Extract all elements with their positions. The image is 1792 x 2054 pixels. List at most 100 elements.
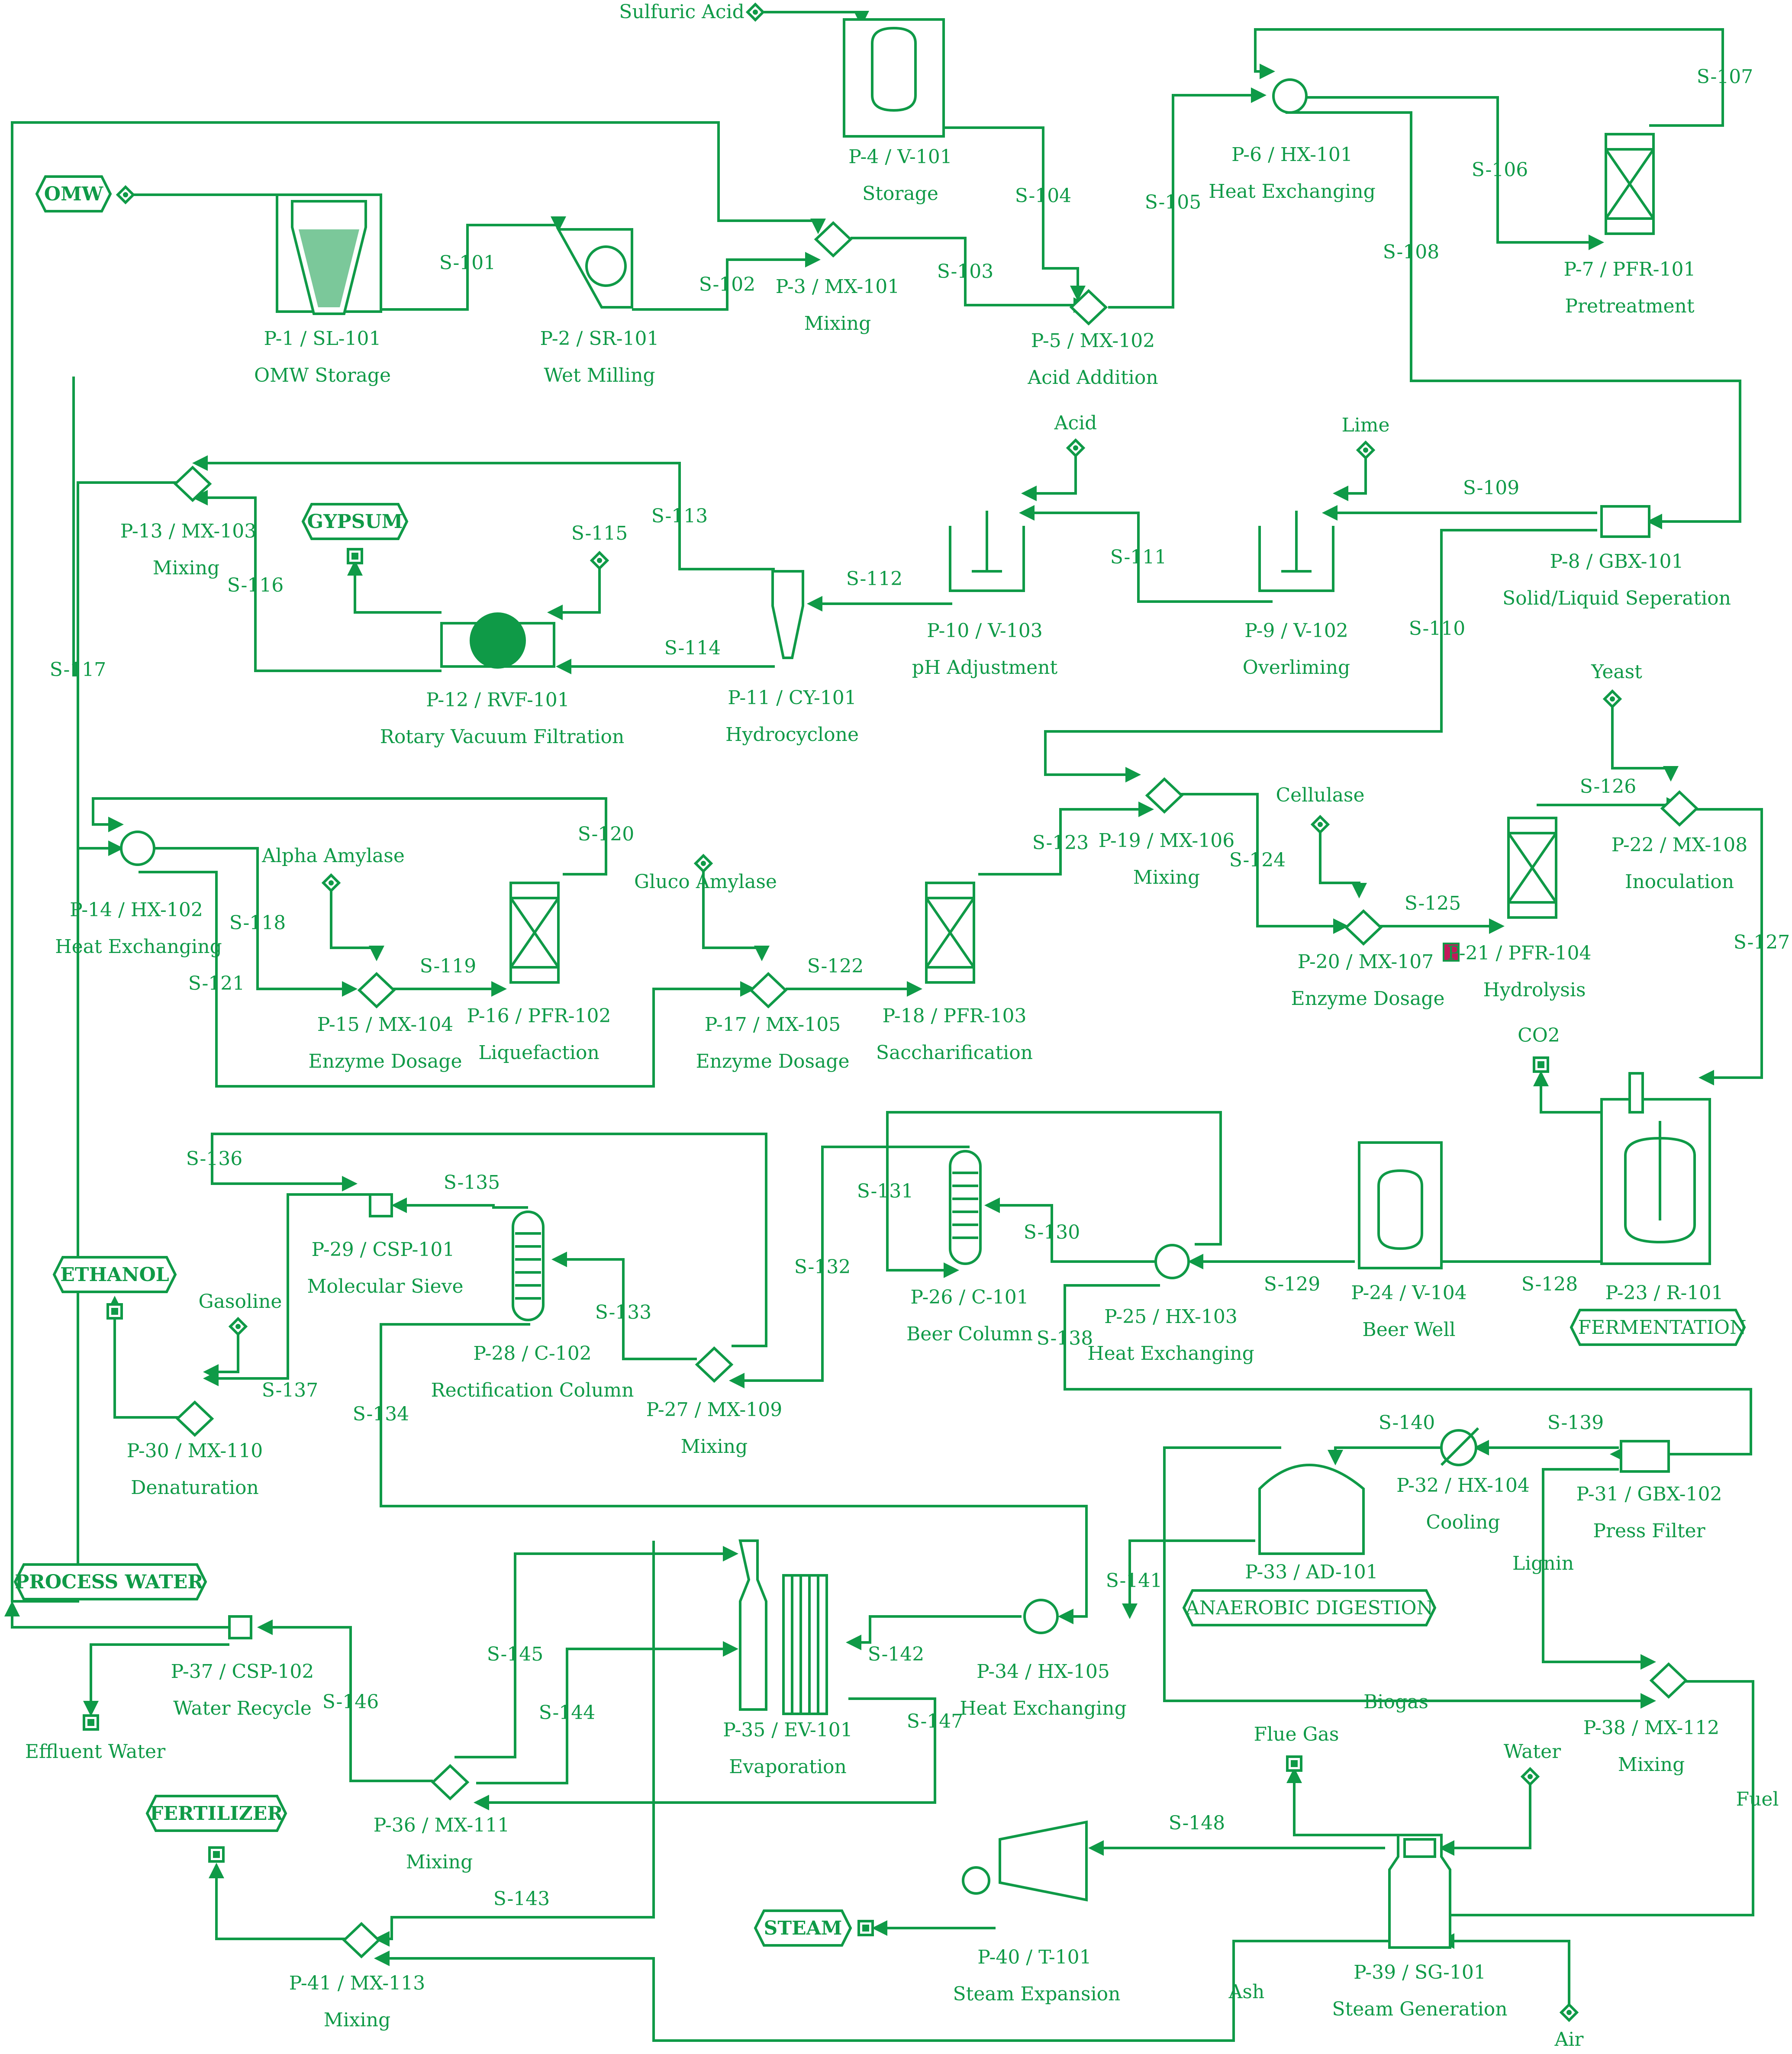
mixer-icon[interactable] (814, 221, 853, 258)
stream-s127 (1695, 808, 1763, 1085)
stream-label: S-109 (1463, 477, 1520, 499)
feed-diamond-icon[interactable] (1520, 1767, 1540, 1787)
stream-s107 (1254, 28, 1724, 127)
press-filter-icon[interactable] (1620, 1440, 1670, 1473)
feed-diamond-icon[interactable] (590, 551, 609, 570)
storage-tank-icon[interactable] (843, 18, 945, 138)
svg-text:PROCESS WATER: PROCESS WATER (15, 1571, 203, 1593)
hydrocyclone-icon[interactable] (771, 570, 804, 659)
feed-diamond-icon[interactable] (1066, 438, 1086, 458)
feed-diamond-icon[interactable] (321, 873, 341, 893)
digester-icon[interactable] (1258, 1464, 1365, 1555)
stream-label: S-105 (1145, 191, 1202, 213)
equipment-desc: Mixing (804, 312, 871, 335)
mixer-icon[interactable] (357, 972, 396, 1009)
silo-icon[interactable] (276, 193, 382, 315)
tag-ethanol[interactable]: ETHANOL (52, 1256, 177, 1293)
equipment-id: P-15 / MX-104 (317, 1014, 454, 1036)
pfr-icon[interactable] (925, 882, 975, 984)
mixer-icon[interactable] (1649, 1662, 1688, 1699)
fermenter-icon[interactable] (1600, 1072, 1711, 1265)
stream-s113 (192, 455, 775, 570)
feed-diamond-icon[interactable] (1356, 440, 1376, 460)
stream-label: S-131 (857, 1180, 914, 1202)
stream-gypsum (347, 560, 442, 614)
tag-process-water[interactable]: PROCESS WATER (13, 1563, 207, 1600)
mixer-icon[interactable] (749, 972, 788, 1009)
equipment-id: P-9 / V-102 (1244, 620, 1348, 642)
section-tags: OMW GYPSUM ETHANOL PROCESS WATER FERTILI… (13, 175, 1747, 1947)
mixer-icon[interactable] (1145, 777, 1184, 814)
product-square-icon[interactable] (106, 1303, 123, 1320)
product-square-icon[interactable] (83, 1714, 99, 1731)
mixer-icon[interactable] (175, 1400, 214, 1437)
water-recycle-icon[interactable] (228, 1615, 252, 1639)
product-square-icon[interactable] (347, 548, 363, 564)
heat-exchanger-icon[interactable] (120, 831, 155, 866)
wet-mill-icon[interactable] (556, 228, 633, 309)
rectification-column-icon[interactable] (512, 1211, 545, 1321)
stream-s138 (1064, 1284, 1752, 1462)
equipment-id: P-6 / HX-101 (1231, 144, 1353, 166)
equipment-id: P-39 / SG-101 (1354, 1961, 1486, 1983)
evaporator-icon[interactable] (738, 1539, 828, 1715)
pfr-icon[interactable] (1507, 817, 1557, 919)
mixer-icon[interactable] (1069, 289, 1108, 326)
product-square-icon[interactable] (1286, 1755, 1302, 1772)
pfr-icon[interactable] (509, 882, 560, 984)
mixer-icon[interactable] (695, 1346, 734, 1383)
stream-s101 (377, 216, 566, 311)
feed-diamond-icon[interactable] (116, 185, 135, 205)
tag-gypsum[interactable]: GYPSUM (301, 503, 409, 540)
stream-label: S-113 (651, 505, 708, 527)
heat-exchanger-icon[interactable] (1154, 1244, 1190, 1279)
stream-s146 (257, 1619, 433, 1782)
equipment-id: P-20 / MX-107 (1298, 951, 1434, 973)
feed-diamond-icon[interactable] (1559, 2002, 1579, 2022)
tag-anaerobic-digestion[interactable]: ANAEROBIC DIGESTION (1182, 1589, 1437, 1626)
io-label: Ash (1228, 1981, 1265, 2003)
mixer-icon[interactable] (173, 465, 212, 502)
stream-alpha-amylase (330, 883, 384, 961)
tag-fertilizer[interactable]: FERTILIZER (145, 1795, 287, 1832)
equipment-id: P-35 / EV-101 (723, 1719, 853, 1741)
beer-column-icon[interactable] (949, 1150, 982, 1265)
stream-label: S-112 (846, 568, 903, 590)
stream-s145 (454, 1546, 738, 1758)
stream-labels: S-101 S-102 S-103 S-104 S-105 S-106 S-10… (50, 66, 1790, 1910)
equipment-id: P-31 / GBX-102 (1576, 1483, 1722, 1505)
tag-omw[interactable]: OMW (35, 175, 112, 212)
equipment-id: P-4 / V-101 (848, 146, 952, 168)
feed-diamond-icon[interactable] (745, 2, 765, 22)
tag-steam[interactable]: STEAM (754, 1909, 852, 1947)
product-square-icon[interactable] (857, 1920, 874, 1936)
heat-exchanger-icon[interactable] (1272, 78, 1308, 114)
rotary-filter-icon[interactable] (440, 612, 555, 669)
mixer-icon[interactable] (431, 1764, 470, 1801)
tank-icon[interactable] (1258, 511, 1334, 592)
product-square-icon[interactable] (1533, 1056, 1549, 1073)
tag-fermentation[interactable]: FERMENTATION (1570, 1309, 1747, 1346)
mixer-icon[interactable] (342, 1922, 381, 1959)
mixer-icon[interactable] (1344, 909, 1383, 946)
mixer-icon[interactable] (1660, 790, 1699, 827)
cooler-icon[interactable] (1440, 1427, 1479, 1466)
svg-text:ETHANOL: ETHANOL (60, 1264, 169, 1286)
feed-diamond-icon[interactable] (1602, 689, 1622, 709)
equipment-id: P-18 / PFR-103 (883, 1005, 1027, 1027)
filter-icon[interactable] (1600, 505, 1650, 538)
pfr-icon[interactable] (1605, 133, 1655, 235)
feed-diamond-icon[interactable] (1310, 815, 1330, 834)
molecular-sieve-icon[interactable] (369, 1193, 393, 1217)
stream-s147 (474, 1697, 936, 1810)
feed-diamond-icon[interactable] (228, 1317, 248, 1336)
product-square-icon[interactable] (208, 1846, 225, 1863)
steam-generator-icon[interactable] (1388, 1834, 1451, 1949)
heat-exchanger-icon[interactable] (1023, 1599, 1059, 1634)
turbine-icon[interactable] (962, 1820, 1088, 1902)
equipment-desc: Enzyme Dosage (1291, 988, 1444, 1010)
tank-icon[interactable] (949, 511, 1025, 592)
feed-diamond-icon[interactable] (693, 853, 713, 873)
beer-well-icon[interactable] (1358, 1141, 1443, 1269)
